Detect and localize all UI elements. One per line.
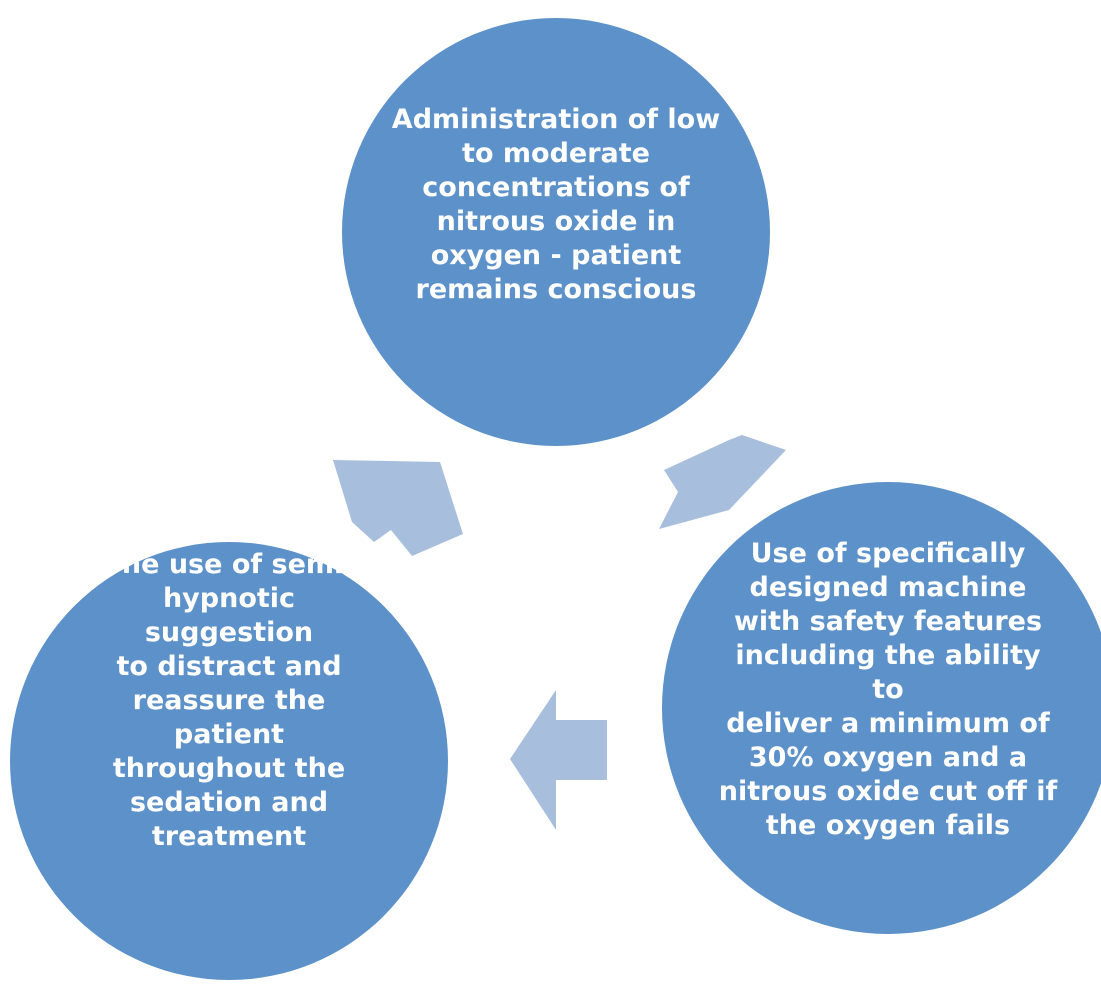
node-circle-hypnotic-suggestion: The use of semi- hypnotic suggestion to … xyxy=(10,542,448,980)
node-label-nitrous-oxide: Administration of low to moderate concen… xyxy=(391,104,721,305)
node-circle-nitrous-oxide: Administration of low to moderate concen… xyxy=(342,18,770,446)
node-label-machine-safety: Use of specifically designed machine wit… xyxy=(718,538,1058,841)
node-label-hypnotic-suggestion: The use of semi- hypnotic suggestion to … xyxy=(103,549,355,852)
arrow-right-to-left xyxy=(510,690,607,830)
arrow-top-to-right xyxy=(659,435,786,529)
node-circle-machine-safety: Use of specifically designed machine wit… xyxy=(662,482,1101,934)
arrow-left-to-top xyxy=(333,460,463,556)
